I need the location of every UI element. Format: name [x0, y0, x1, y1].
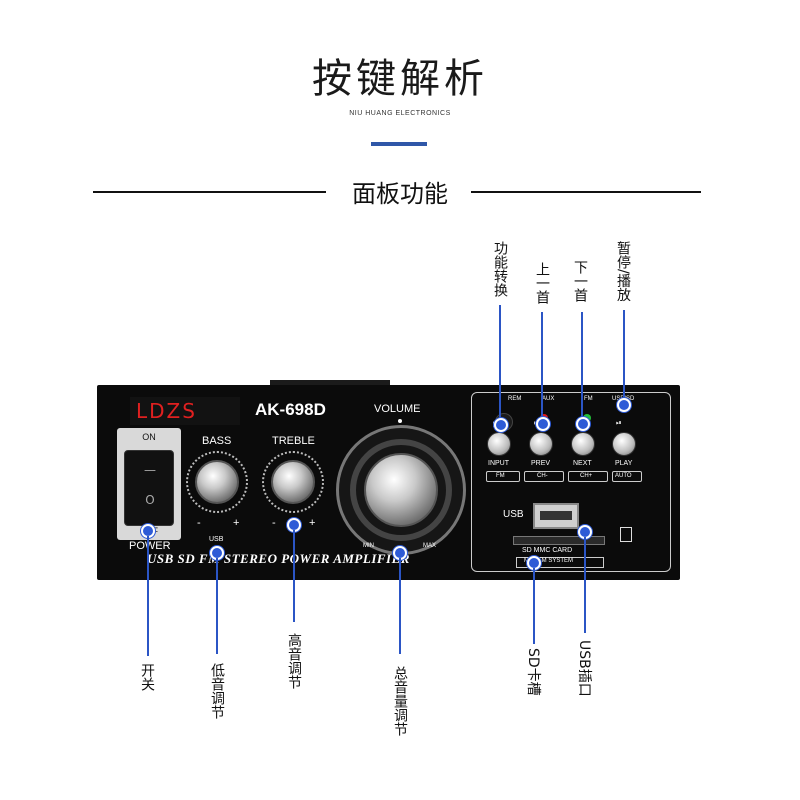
volume-label: VOLUME: [374, 403, 421, 415]
play-pause-icon: ⏯: [616, 420, 622, 427]
callout-sd-slot: SD卡槽: [525, 648, 541, 696]
rocker-on-mark: —: [144, 463, 156, 477]
callout-line-volume: [399, 558, 401, 654]
sub-label-ch-minus: CH-: [537, 473, 548, 479]
amplifier-band-text: USB SD FM STEREO POWER AMPLIFIER: [147, 551, 410, 566]
sub-label-auto: AUTO: [615, 473, 632, 479]
next-button[interactable]: [571, 432, 595, 456]
bass-plus: +: [233, 517, 240, 529]
volume-inner-ring: [350, 439, 452, 541]
bass-knob[interactable]: [195, 460, 239, 504]
callout-dot-function: [494, 418, 508, 432]
volume-knob[interactable]: [364, 453, 438, 527]
play-button[interactable]: [612, 432, 636, 456]
section-divider-right: [471, 191, 701, 193]
callout-pause-play: 暂停/播放: [615, 240, 631, 302]
sd-card-icon: [620, 527, 632, 542]
callout-line-treble: [293, 530, 295, 622]
next-button-label: NEXT: [573, 460, 592, 467]
company-subtitle: NIU HUANG ELECTRONICS: [349, 110, 451, 117]
callout-line-bass: [216, 558, 218, 654]
sub-tag-ch-minus-box: [524, 471, 564, 482]
play-button-label: PLAY: [615, 460, 633, 467]
callout-volume-adjust: 总音量调节: [392, 666, 408, 736]
prev-button-label: PREV: [531, 460, 551, 467]
callout-function-switch: 功能转换: [492, 241, 508, 297]
top-label-fm: FM: [584, 396, 593, 402]
callout-next-track: 下一首: [572, 260, 588, 302]
volume-min-label: MIN: [363, 543, 374, 549]
bass-dial-scale: [186, 451, 248, 513]
brand-logo: LDZS: [130, 397, 240, 425]
callout-line-sd: [533, 568, 535, 644]
volume-indicator-dot: [398, 419, 402, 423]
input-button[interactable]: [487, 432, 511, 456]
callout-treble-adjust: 高音调节: [286, 633, 302, 689]
treble-dial-scale: [262, 451, 324, 513]
sub-tag-fm-box: [486, 471, 520, 482]
usb-small-label: USB: [209, 536, 224, 543]
section-heading: 面板功能: [352, 180, 448, 208]
system-label: MP3/FM SYSTEM: [524, 558, 574, 564]
callout-usb-slot: USB插口: [576, 640, 592, 697]
volume-max-label: MAX: [423, 543, 437, 549]
callout-prev-track: 上一首: [534, 262, 550, 304]
usb-port-label: USB: [503, 509, 524, 520]
top-label-aux: AUX: [542, 396, 555, 402]
page-title: 按键解析: [312, 56, 488, 102]
sd-card-label: SD MMC CARD: [522, 547, 573, 554]
callout-dot-next: [576, 417, 590, 431]
callout-bass-adjust: 低音调节: [209, 663, 225, 719]
callout-line-next: [581, 312, 583, 420]
callout-dot-prev: [536, 417, 550, 431]
amplifier-top-edge: [270, 380, 390, 386]
control-panel-box: [471, 392, 671, 572]
sd-card-slot[interactable]: [513, 536, 605, 545]
model-label: AK-698D: [255, 400, 326, 419]
callout-line-usb: [584, 537, 586, 633]
section-divider-left: [93, 191, 326, 193]
rocker-off-mark: O: [145, 493, 155, 507]
top-label-rem: REM: [508, 396, 522, 402]
treble-label: TREBLE: [272, 435, 315, 447]
callout-line-play: [623, 310, 625, 402]
callout-line-power: [147, 536, 149, 656]
power-label: POWER: [129, 540, 171, 552]
sub-label-ch-plus: CH+: [580, 473, 593, 479]
callout-power-switch: 开关: [139, 663, 155, 691]
accent-bar: [371, 142, 427, 146]
power-rocker-switch[interactable]: — O: [124, 450, 174, 526]
bass-minus: -: [197, 517, 201, 529]
bass-label: BASS: [202, 435, 232, 447]
callout-line-prev: [541, 312, 543, 420]
sub-tag-auto-box: [612, 471, 642, 482]
input-button-label: INPUT: [488, 460, 509, 467]
callout-line-function: [499, 305, 501, 421]
sub-tag-ch-plus-box: [568, 471, 608, 482]
callout-dot-play: [617, 398, 631, 412]
treble-knob[interactable]: [271, 460, 315, 504]
power-on-label: ON: [142, 432, 156, 442]
usb-port[interactable]: [533, 503, 579, 529]
system-label-strip: [516, 557, 604, 568]
prev-button[interactable]: [529, 432, 553, 456]
treble-plus: +: [309, 517, 316, 529]
treble-minus: -: [272, 517, 276, 529]
sub-label-fm: FM: [496, 473, 505, 479]
